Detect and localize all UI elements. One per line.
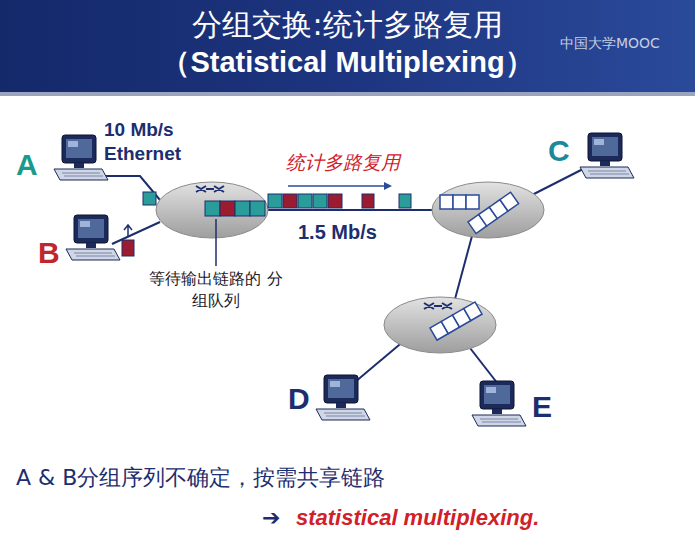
router: [384, 297, 496, 353]
computer-icon: [314, 374, 372, 422]
flow-arrow: [288, 182, 392, 190]
title-band: [0, 0, 695, 92]
router: [432, 182, 544, 238]
host-computer: E: [466, 376, 557, 430]
packet-queue: [440, 192, 519, 233]
up-arrow: [124, 225, 132, 236]
computer-icon: [64, 214, 122, 262]
host-label: E: [532, 392, 552, 422]
link-e: [470, 348, 498, 384]
link-r2-r3: [455, 236, 472, 299]
link-d: [355, 340, 405, 382]
host-label: B: [38, 238, 60, 268]
host-label: A: [16, 150, 38, 180]
host-computer: B: [34, 210, 124, 272]
links: [100, 168, 585, 384]
watermark: 中国大学MOOC: [560, 34, 690, 52]
slide-subtitle: （Statistical Multiplexing）: [0, 44, 695, 80]
conclusion: statistical multiplexing.: [296, 504, 656, 532]
queue-callout: 等待输出链路的 分组队列: [146, 268, 286, 312]
computer-icon: [470, 380, 528, 428]
host-computer: D: [284, 368, 374, 424]
link-trunk: [266, 209, 436, 211]
router: [156, 182, 268, 238]
host-label: D: [288, 384, 310, 414]
link-c: [530, 168, 585, 196]
host-label: C: [548, 136, 570, 166]
computer-icon: [578, 132, 636, 180]
arrow-symbol: ➔: [262, 504, 292, 532]
link-rate: 1.5 Mb/s: [298, 220, 418, 245]
leader-line: [215, 219, 217, 266]
packet-queue: [430, 302, 482, 340]
packet-queue: [205, 201, 265, 216]
computer-icon: [52, 134, 110, 182]
link-b: [112, 222, 160, 244]
host-computer: A: [12, 130, 112, 184]
host-computer: C: [544, 126, 638, 182]
summary-note: A & B分组序列不确定，按需共享链路: [16, 464, 676, 492]
link-rate: 10 Mb/s Ethernet: [104, 118, 212, 166]
flow-label: 统计多路复用: [286, 150, 426, 174]
title-rule: [0, 92, 695, 96]
